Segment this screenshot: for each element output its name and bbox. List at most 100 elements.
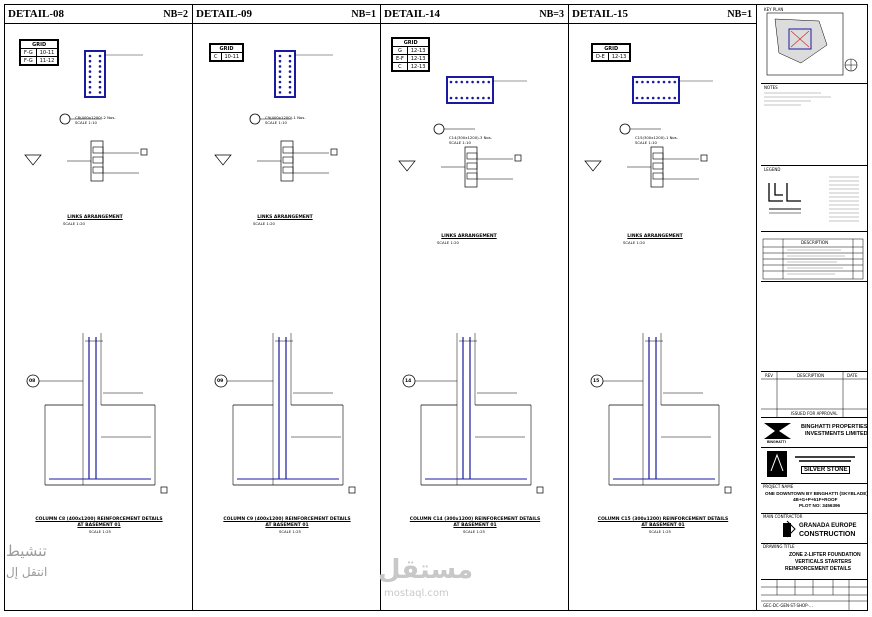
rev-description-label: DESCRIPTION <box>797 373 825 378</box>
watermark-latin-brand: mostaql.com <box>384 588 449 599</box>
section-scale: SCALE 1:10 <box>635 140 657 145</box>
grid-cell: 11-12 <box>35 56 59 65</box>
contractor-block: MAIN CONTRACTOR GRANADA EUROPE CONSTRUCT… <box>761 513 867 544</box>
column-caption-1: COLUMN C15 (300x1200) REINFORCEMENT DETA… <box>597 517 729 522</box>
elevation-marker-number: 15 <box>593 379 600 384</box>
grid-cell: 10-11 <box>220 52 244 61</box>
activate-watermark-2: انتقل إل <box>6 565 48 579</box>
grid-cell: C <box>392 62 408 71</box>
elevation-marker-number: 14 <box>405 379 412 384</box>
reference-drawings-area: DESCRIPTION <box>761 231 867 282</box>
project-line-3: PLOT NO: 3456396 <box>799 503 841 508</box>
column-caption-2: AT BASEMENT 01 <box>453 523 497 528</box>
detail-drawing <box>398 76 544 494</box>
detail-title: DETAIL-09 <box>196 8 253 20</box>
detail-drawing <box>584 76 732 494</box>
detail-title: DETAIL-08 <box>8 8 65 20</box>
links-caption: LINKS ARRANGEMENT <box>67 215 123 220</box>
column-caption-1: COLUMN C14 (300x1200) REINFORCEMENT DETA… <box>409 517 541 522</box>
project-name-block: PROJECT NAME ONE DOWNTOWN BY BINGHATTI (… <box>761 483 868 514</box>
notes-label: NOTES <box>764 85 778 90</box>
detail-nb: NB=2 <box>163 9 188 20</box>
section-scale: SCALE 1:10 <box>75 120 97 125</box>
column-scale: SCALE 1:25 <box>463 529 485 534</box>
key-plan-area: KEY PLAN <box>761 5 867 84</box>
watermark-arabic-brand: مستقل <box>378 555 474 585</box>
project-name-label: PROJECT NAME <box>763 484 794 489</box>
column-caption-2: AT BASEMENT 01 <box>641 523 685 528</box>
detail-title: DETAIL-15 <box>572 8 629 20</box>
contractor-name-1: GRANADA EUROPE <box>799 523 857 529</box>
detail-header: DETAIL-08 NB=2 <box>5 5 192 24</box>
drawing-number: GEC-DC-GEN-ST-SHOP-… <box>763 603 813 608</box>
client-logo-text: BINGHATTI <box>767 440 786 444</box>
detail-nb: NB=1 <box>727 9 752 20</box>
legend-label: LEGEND <box>764 167 781 172</box>
drawing-title-block: DRAWING TITLE ZONE 2-LIFTER FOUNDATION V… <box>761 543 867 580</box>
column-caption-2: AT BASEMENT 01 <box>77 523 121 528</box>
column-caption-1: COLUMN C9 (400x1200) REINFORCEMENT DETAI… <box>223 517 351 522</box>
key-plan-label: KEY PLAN <box>764 7 784 12</box>
section-scale: SCALE 1:10 <box>265 120 287 125</box>
client-block: BINGHATTI PROPERTIES INVESTMENTS LIMITED… <box>761 417 868 448</box>
drawing-title-2: VERTICALS STARTERS <box>795 559 852 565</box>
grid-cell: F-G <box>20 56 37 65</box>
detail-drawing <box>24 50 168 494</box>
notes-area: NOTES <box>761 83 867 166</box>
column-caption-2: AT BASEMENT 01 <box>265 523 309 528</box>
grid-cell: 12-13 <box>406 62 430 71</box>
column-scale: SCALE 1:25 <box>649 529 671 534</box>
detail-title: DETAIL-14 <box>384 8 441 20</box>
issued-for-approval: ISSUED FOR APPROVAL <box>791 411 838 416</box>
detail-drawing <box>214 50 356 494</box>
client-name-2: INVESTMENTS LIMITED <box>805 431 868 437</box>
detail-nb: NB=3 <box>539 9 564 20</box>
ref-description-label: DESCRIPTION <box>801 240 829 245</box>
blank-area <box>761 281 867 372</box>
links-scale: SCALE 1:20 <box>63 221 85 226</box>
title-block: KEY PLAN NOTES LEGEND <box>761 5 868 610</box>
rev-label: REV <box>765 373 774 378</box>
client-logo-icon <box>764 423 791 439</box>
section-scale: SCALE 1:10 <box>449 140 471 145</box>
column-caption-1: COLUMN C8 (400x1200) REINFORCEMENT DETAI… <box>35 517 163 522</box>
links-caption: LINKS ARRANGEMENT <box>627 234 683 239</box>
drawing-number-block: GEC-DC-GEN-ST-SHOP-… <box>761 579 867 610</box>
elevation-marker-number: 09 <box>217 379 224 384</box>
links-caption: LINKS ARRANGEMENT <box>257 215 313 220</box>
section-label: C8(400x1200)-2 Nos. <box>75 115 116 120</box>
drawing-title-1: ZONE 2-LIFTER FOUNDATION <box>789 552 861 558</box>
column-scale: SCALE 1:25 <box>279 529 301 534</box>
detail-header: DETAIL-14 NB=3 <box>381 5 568 24</box>
column-scale: SCALE 1:25 <box>89 529 111 534</box>
section-label: C9(400x1200)-1 Nos. <box>265 115 306 120</box>
drawing-title-3: REINFORCEMENT DETAILS <box>785 566 852 572</box>
section-label: C14(300x1200)-3 Nos. <box>449 135 492 140</box>
detail-header: DETAIL-15 NB=1 <box>569 5 756 24</box>
project-line-1: ONE DOWNTOWN BY BINGHATTI (SKYBLADE) <box>765 491 868 496</box>
links-scale: SCALE 1:20 <box>623 240 645 245</box>
key-plan-drawing <box>766 12 858 76</box>
contractor-label: MAIN CONTRACTOR <box>763 514 803 519</box>
project-line-2: 4B+G+P+61F+ROOF <box>793 497 838 502</box>
grid-cell: D-E <box>592 52 609 61</box>
consultant-name: SILVER STONE <box>801 466 851 474</box>
detail-nb: NB=1 <box>351 9 376 20</box>
contractor-name-2: CONSTRUCTION <box>799 531 856 538</box>
consultant-logo-icon <box>767 451 855 477</box>
links-scale: SCALE 1:20 <box>437 240 459 245</box>
elevation-marker-number: 08 <box>29 379 36 384</box>
rev-date-label: DATE <box>847 373 858 378</box>
links-caption: LINKS ARRANGEMENT <box>441 234 497 239</box>
grid-cell: 12-13 <box>607 52 631 61</box>
client-name-1: BINGHATTI PROPERTIES <box>801 424 868 430</box>
activate-watermark-1: تنشيط <box>6 542 47 560</box>
detail-header: DETAIL-09 NB=1 <box>193 5 380 24</box>
